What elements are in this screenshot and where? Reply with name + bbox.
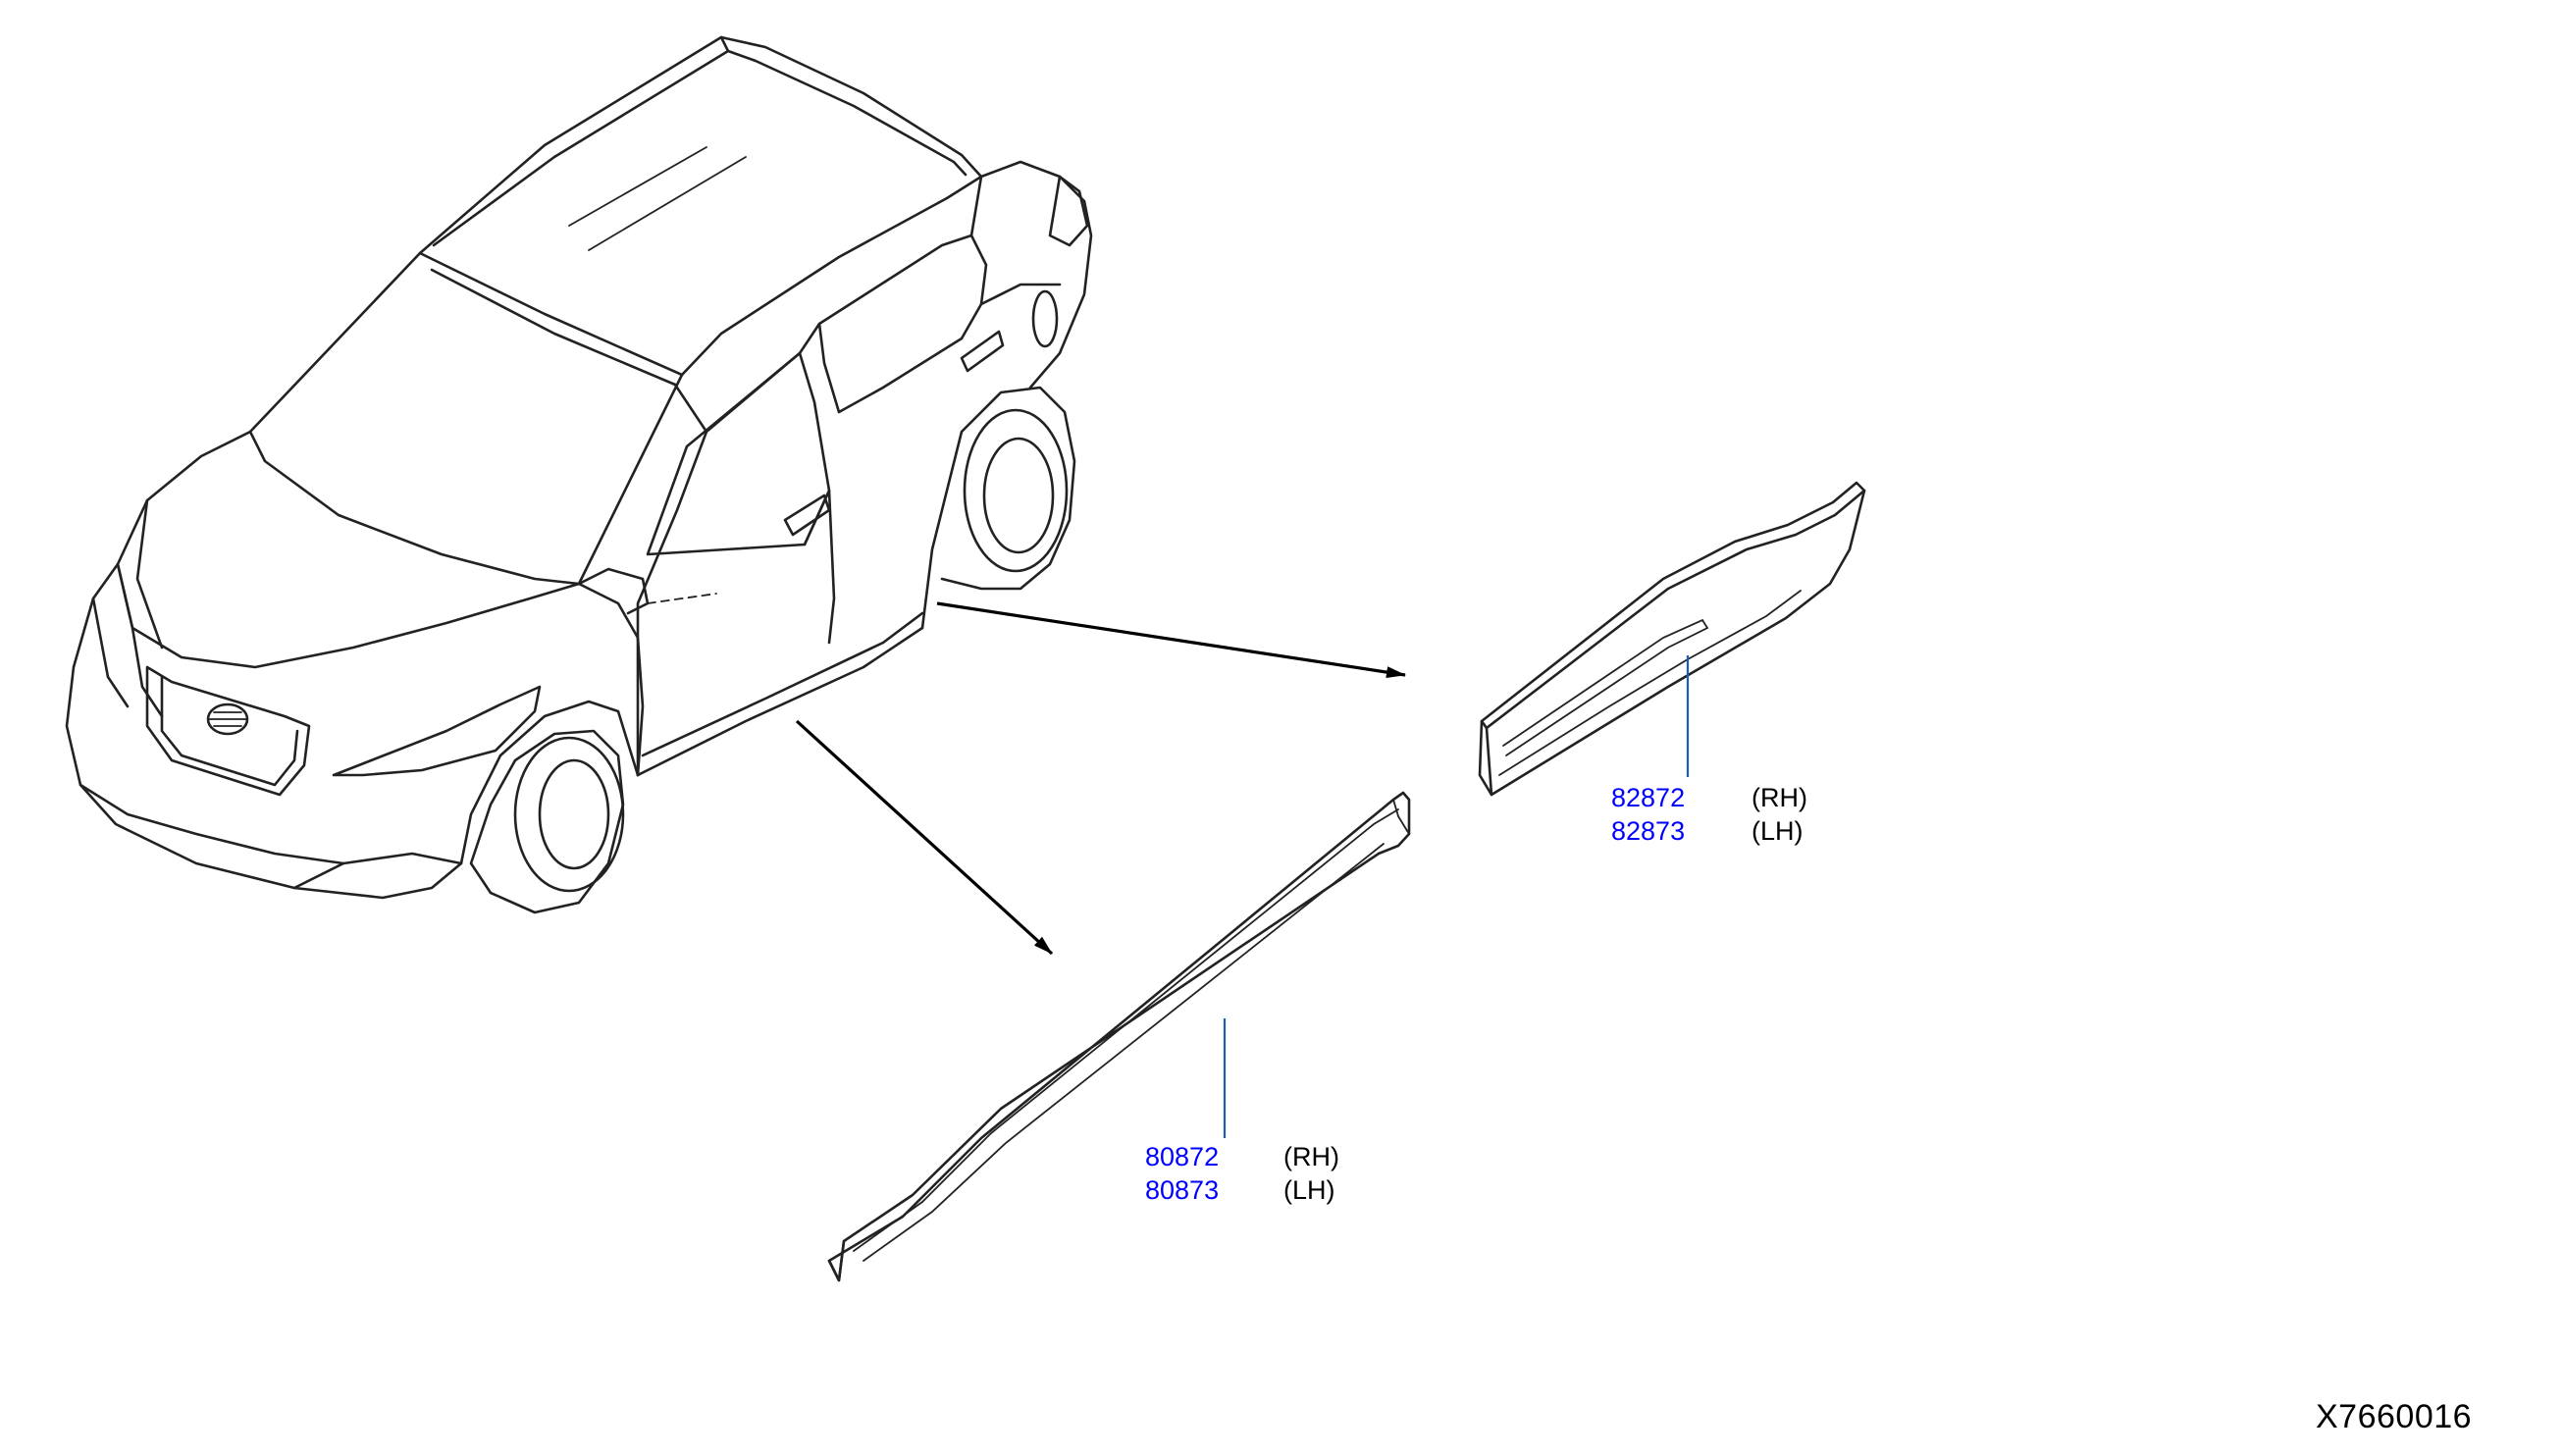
arrow-to-sill-moulding bbox=[795, 719, 1054, 956]
arrow-to-door-moulding bbox=[936, 601, 1406, 679]
side-label-lh: (LH) bbox=[1283, 1175, 1335, 1205]
sill-moulding-part[interactable] bbox=[827, 791, 1411, 1282]
side-label-rh: (RH) bbox=[1752, 783, 1807, 812]
diagram-reference-code: X7660016 bbox=[2316, 1398, 2473, 1435]
part-number-80872[interactable]: 80872 bbox=[1145, 1142, 1220, 1171]
vehicle-illustration bbox=[65, 35, 1093, 914]
part-number-80873[interactable]: 80873 bbox=[1145, 1175, 1220, 1205]
side-label-rh: (RH) bbox=[1283, 1142, 1339, 1171]
part-number-82872[interactable]: 82872 bbox=[1611, 783, 1686, 812]
part-number-82873[interactable]: 82873 bbox=[1611, 816, 1686, 846]
door-moulding-part[interactable] bbox=[1478, 481, 1866, 797]
side-label-lh: (LH) bbox=[1752, 816, 1804, 846]
